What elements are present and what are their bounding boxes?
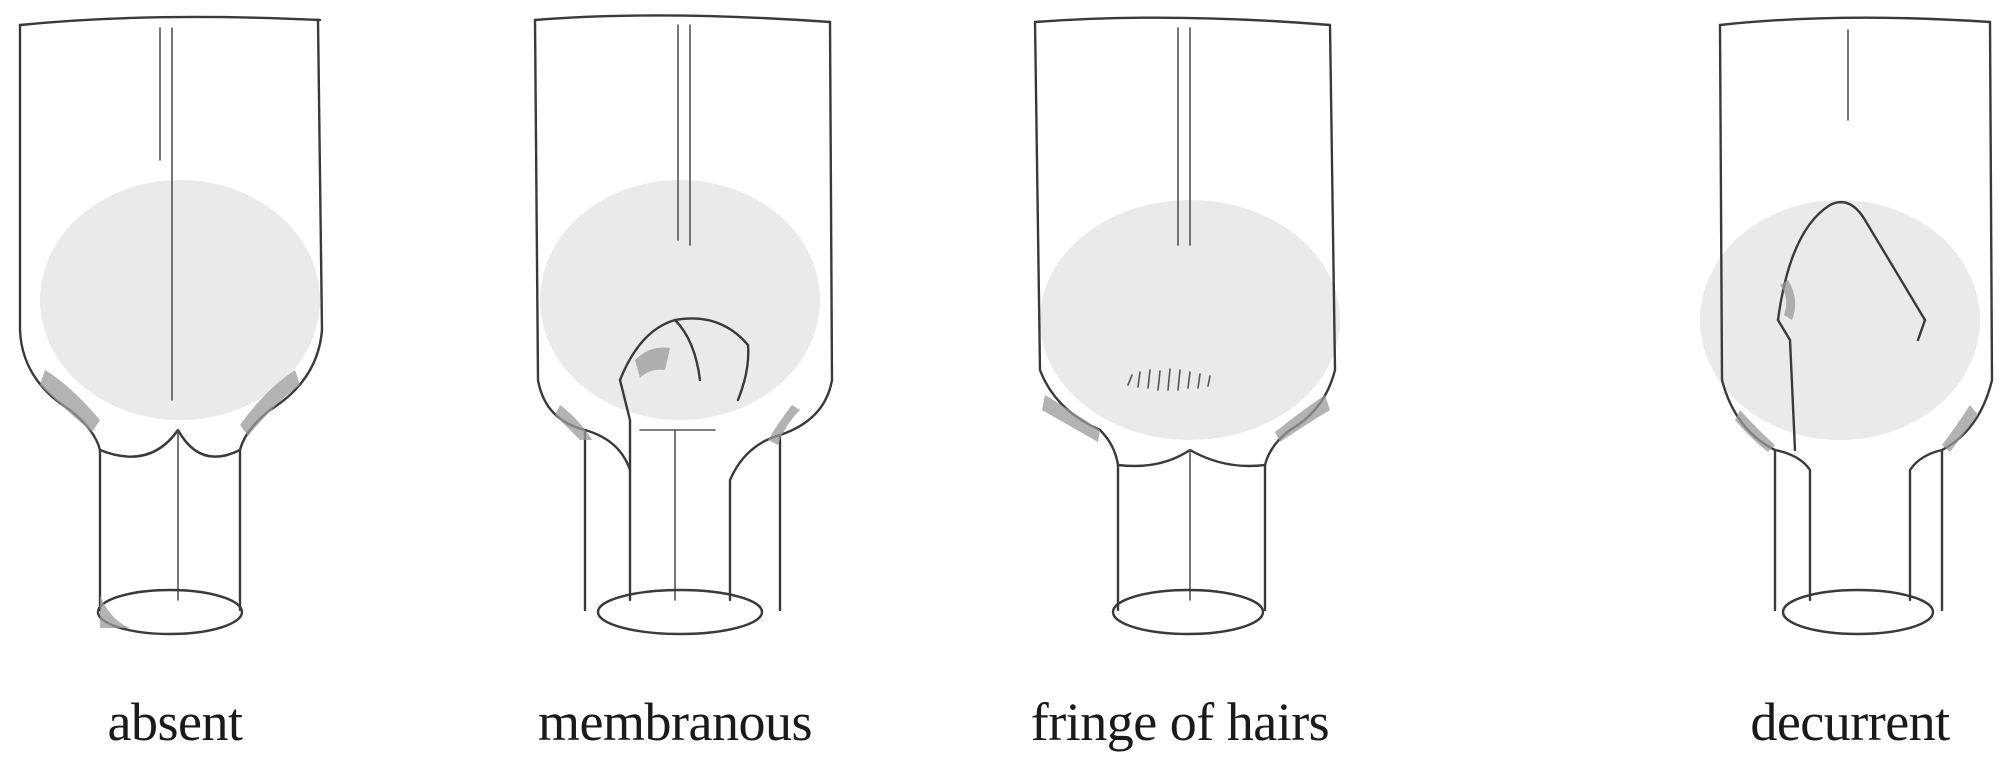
ligule-decurrent-drawing xyxy=(1680,0,2009,680)
panel-fringe-of-hairs: fringe of hairs xyxy=(1000,0,1520,762)
panel-decurrent: decurrent xyxy=(1680,0,2009,762)
label-fringe-of-hairs: fringe of hairs xyxy=(1031,690,1329,754)
panel-absent: absent xyxy=(0,0,500,762)
ligule-absent-drawing xyxy=(0,0,500,680)
label-membranous: membranous xyxy=(538,690,812,754)
label-absent: absent xyxy=(108,690,243,754)
panel-membranous: membranous xyxy=(500,0,1000,762)
label-decurrent: decurrent xyxy=(1750,690,1949,754)
ligule-membranous-drawing xyxy=(500,0,1000,680)
ligule-fringe-drawing xyxy=(1000,0,1520,680)
